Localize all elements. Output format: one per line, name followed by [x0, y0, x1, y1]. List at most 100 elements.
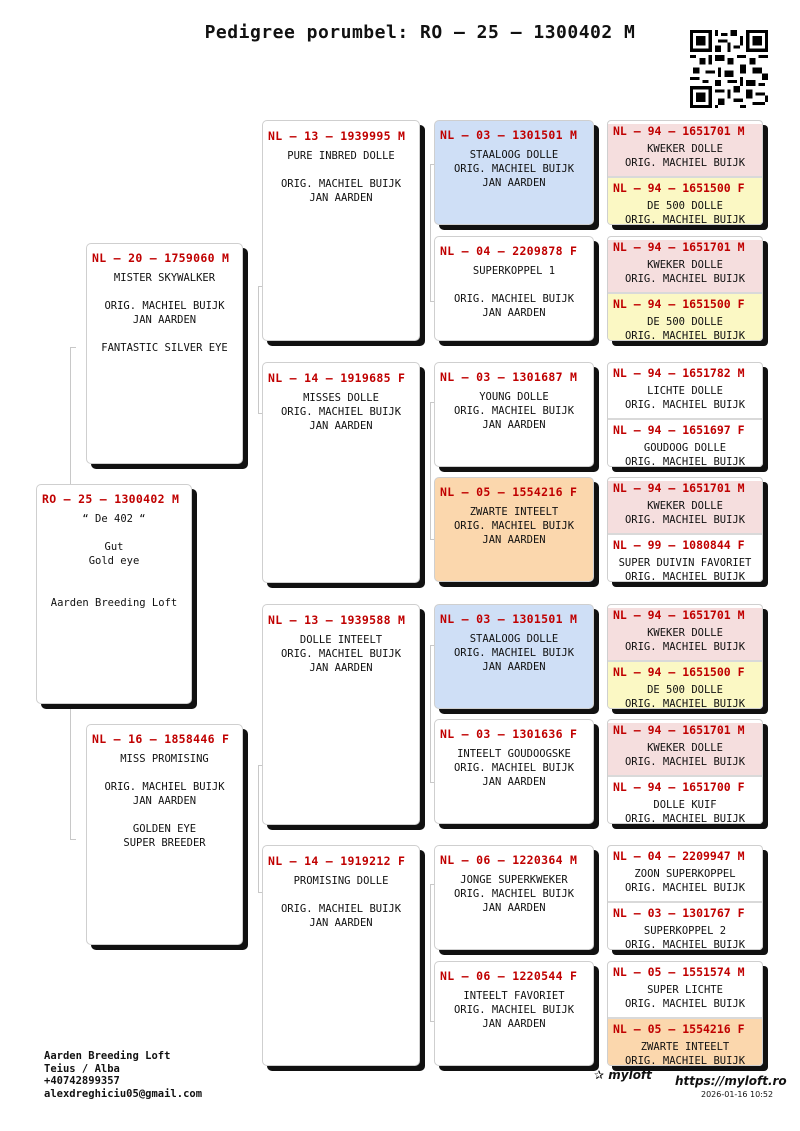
pigeon-card-great-grandparent[interactable]: NL – 03 – 1301636 F INTEELT GOUDOOGSKE O… [434, 719, 594, 824]
info-line: JAN AARDEN [132, 314, 197, 326]
info-line: JAN AARDEN [482, 419, 546, 431]
info-line: DE 500 DOLLE [647, 199, 723, 212]
pigeon-pair-card[interactable]: NL – 94 – 1651782 M LICHTE DOLLE ORIG. MAC… [607, 362, 763, 467]
info-line [87, 327, 242, 341]
ring-number: NL – 99 – 1080844 F [613, 537, 745, 552]
info-line: ORIG. MACHIEL BUIJK [624, 329, 746, 341]
breeder-email: alexdreghiciu05@gmail.com [44, 1087, 203, 1100]
info-line: ORIG. MACHIEL BUIJK [624, 399, 746, 411]
info-line: JONGE SUPERKWEKER [460, 874, 568, 886]
ring-number: NL – 16 – 1858446 F [92, 732, 230, 746]
info-line [37, 582, 191, 596]
info-line: Gold eye [88, 555, 140, 567]
ring-number: NL – 20 – 1759060 M [92, 251, 230, 265]
pigeon-card-great-grandparent[interactable]: NL – 06 – 1220364 M JONGE SUPERKWEKER OR… [434, 845, 594, 950]
info-line: JAN AARDEN [309, 420, 373, 432]
info-line: JAN AARDEN [309, 662, 373, 674]
ring-number: NL – 05 – 1551574 M [613, 965, 745, 979]
pigeon-card-grandparent[interactable]: NL – 14 – 1919212 F PROMISING DOLLE ORIG… [262, 845, 420, 1066]
info-line: ORIG. MACHIEL BUIJK [280, 406, 402, 418]
pigeon-card-great-grandparent[interactable]: NL – 03 – 1301687 M YOUNG DOLLE ORIG. MA… [434, 362, 594, 467]
ring-number: NL – 14 – 1919212 F [268, 854, 406, 868]
info-line: Gut [104, 541, 124, 553]
pigeon-card-dam[interactable]: NL – 16 – 1858446 F MISS PROMISING ORIG.… [86, 724, 243, 945]
ring-number: NL – 94 – 1651701 M [613, 608, 745, 622]
pigeon-card-great-grandparent[interactable]: NL – 03 – 1301501 M STAALOOG DOLLE ORIG.… [434, 604, 594, 709]
info-line: DOLLE INTEELT [299, 634, 383, 646]
info-line: KWEKER DOLLE [647, 500, 723, 512]
info-line: “ De 402 “ [82, 513, 146, 525]
info-line: SUPERKOPPEL 2 [643, 924, 727, 937]
pigeon-card-sire[interactable]: NL – 20 – 1759060 M MISTER SKYWALKER ORI… [86, 243, 243, 464]
ring-number: NL – 94 – 1651782 M [613, 366, 745, 380]
ring-number: NL – 03 – 1301636 F [440, 727, 578, 741]
info-line: ORIG. MACHIEL BUIJK [624, 1054, 746, 1066]
info-line [37, 568, 191, 582]
connector [430, 645, 436, 783]
info-line: ZOON SUPERKOPPEL [634, 868, 736, 880]
pigeon-card-great-grandparent[interactable]: NL – 05 – 1554216 F ZWARTE INTEELT ORIG.… [434, 477, 594, 582]
info-line: JAN AARDEN [482, 534, 546, 546]
pigeon-card-grandparent[interactable]: NL – 13 – 1939995 M PURE INBRED DOLLE OR… [262, 120, 420, 341]
ring-number: NL – 06 – 1220364 M [440, 853, 578, 867]
pigeon-card-great-grandparent[interactable]: NL – 04 – 2209878 F SUPERKOPPEL 1 ORIG. … [434, 236, 594, 341]
info-line: ORIG. MACHIEL BUIJK [453, 293, 575, 305]
info-line: KWEKER DOLLE [647, 259, 723, 271]
pigeon-card-subject[interactable]: RO – 25 – 1300402 M “ De 402 “ Gut Gold … [36, 484, 192, 704]
pigeon-entry[interactable]: NL – 94 – 1651782 M LICHTE DOLLE ORIG. MAC… [608, 366, 762, 418]
info-line [87, 808, 242, 822]
pigeon-card-grandparent[interactable]: NL – 14 – 1919685 F MISSES DOLLE ORIG. M… [262, 362, 420, 583]
site-url[interactable]: https://myloft.ro [675, 1074, 787, 1088]
info-line: DE 500 DOLLE [647, 315, 723, 328]
info-line: SUPER LICHTE [647, 984, 723, 996]
info-line: JAN AARDEN [132, 795, 197, 807]
ring-number: NL – 03 – 1301501 M [440, 612, 578, 626]
info-line: FANTASTIC SILVER EYE [101, 342, 228, 354]
info-line: JAN AARDEN [482, 307, 546, 319]
info-line: ORIG. MACHIEL BUIJK [624, 938, 746, 950]
ring-number: NL – 04 – 2209878 F [440, 244, 578, 258]
info-line: ORIG. MACHIEL BUIJK [280, 903, 402, 915]
ring-number: NL – 14 – 1919685 F [268, 371, 406, 385]
breeder-name: Aarden Breeding Loft [44, 1050, 171, 1062]
info-line: MISTER SKYWALKER [113, 272, 216, 284]
connector [430, 402, 436, 540]
info-line: ZWARTE INTEELT [640, 1040, 730, 1053]
info-line: LICHTE DOLLE [647, 385, 723, 397]
info-line: ORIG. MACHIEL BUIJK [624, 570, 746, 582]
info-line: Aarden Breeding Loft [50, 597, 178, 609]
info-line: ORIG. MACHIEL BUIJK [453, 520, 575, 532]
ring-number: NL – 94 – 1651500 F [613, 180, 745, 195]
pigeon-card-great-grandparent[interactable]: NL – 06 – 1220544 F INTEELT FAVORIET ORI… [434, 961, 594, 1066]
pigeon-pair-card[interactable]: NL – 05 – 1551574 M SUPER LICHTE ORIG. MAC… [607, 961, 763, 1066]
pigeon-card-great-grandparent[interactable]: NL – 03 – 1301501 M STAALOOG DOLLE ORIG.… [434, 120, 594, 225]
info-line: ORIG. MACHIEL BUIJK [624, 697, 746, 709]
pigeon-card-grandparent[interactable]: NL – 13 – 1939588 M DOLLE INTEELT ORIG. … [262, 604, 420, 825]
ring-number: NL – 03 – 1301687 M [440, 370, 578, 384]
info-line [263, 888, 419, 902]
info-line: ZWARTE INTEELT [469, 506, 559, 518]
info-line: GOLDEN EYE [132, 823, 197, 835]
ring-number: NL – 94 – 1651500 F [613, 296, 745, 311]
